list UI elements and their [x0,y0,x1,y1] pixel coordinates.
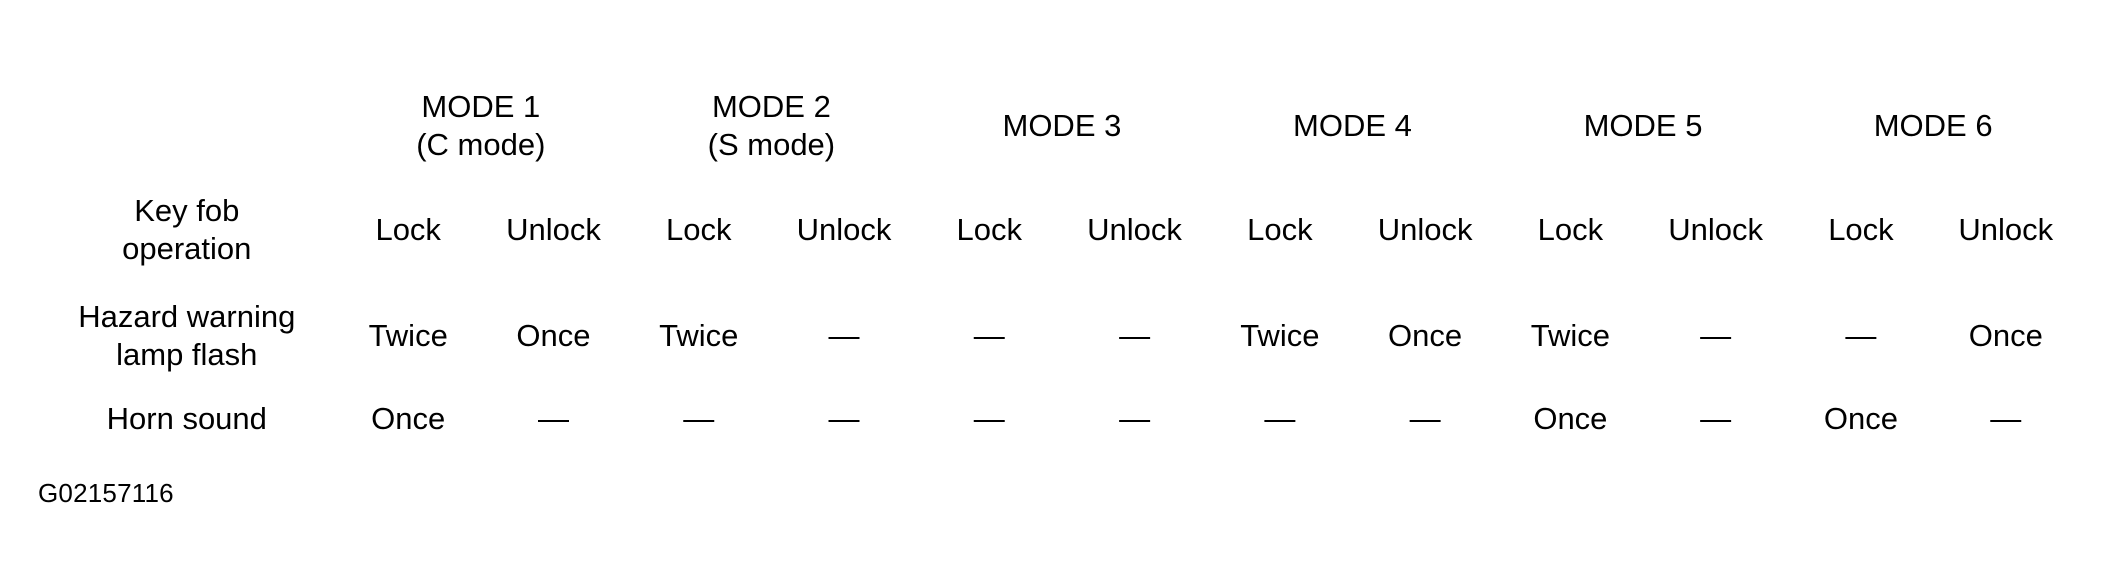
table-row-key-fob-operation: Key fob operation Lock Unlock Lock Unloc… [38,177,2078,283]
cell-keyfob-m4-lock: Lock [1207,177,1353,283]
cell-hazard-m3-lock: — [916,283,1062,388]
cell-hazard-m6-unlock: Once [1933,283,2078,388]
row-label-hazard-lamp-flash: Hazard warning lamp flash [38,283,336,388]
cell-keyfob-m6-lock: Lock [1788,177,1934,283]
row-label-horn-sound: Horn sound [38,388,336,450]
cell-hazard-m3-unlock: — [1061,283,1208,388]
mode-header-3: MODE 3 [916,74,1208,177]
cell-horn-m4-unlock: — [1352,388,1498,450]
table-row-horn-sound: Horn sound Once — — — — — — — Once — Onc… [38,388,2078,450]
key-fob-mode-table-container: MODE 1 (C mode) MODE 2 (S mode) MODE 3 M… [38,74,2078,450]
mode-header-1: MODE 1 (C mode) [335,74,627,177]
cell-keyfob-m1-unlock: Unlock [480,177,627,283]
cell-keyfob-m3-unlock: Unlock [1061,177,1208,283]
cell-keyfob-m3-lock: Lock [916,177,1062,283]
cell-keyfob-m6-unlock: Unlock [1933,177,2078,283]
cell-horn-m5-lock: Once [1497,388,1644,450]
cell-hazard-m5-lock: Twice [1497,283,1644,388]
table-row-hazard-lamp-flash: Hazard warning lamp flash Twice Once Twi… [38,283,2078,388]
cell-horn-m3-lock: — [916,388,1062,450]
cell-hazard-m1-lock: Twice [335,283,481,388]
mode-submode-2: (S mode) [707,126,836,162]
mode-header-2: MODE 2 (S mode) [626,74,917,177]
row-label-line1: Key fob [134,193,240,229]
mode-name-6: MODE 6 [1873,107,1993,143]
mode-name-1: MODE 1 [421,88,541,124]
table-corner-cell [38,74,336,177]
cell-hazard-m1-unlock: Once [480,283,627,388]
row-label-line2: operation [122,231,252,266]
cell-hazard-m2-lock: Twice [626,283,772,388]
row-label-line1: Horn sound [106,401,267,437]
table-header-row: MODE 1 (C mode) MODE 2 (S mode) MODE 3 M… [38,74,2078,177]
cell-horn-m1-unlock: — [480,388,627,450]
mode-header-5: MODE 5 [1497,74,1789,177]
cell-horn-m4-lock: — [1207,388,1353,450]
cell-hazard-m4-unlock: Once [1352,283,1498,388]
cell-horn-m6-lock: Once [1788,388,1934,450]
key-fob-mode-table: MODE 1 (C mode) MODE 2 (S mode) MODE 3 M… [38,74,2078,450]
mode-name-3: MODE 3 [1002,107,1122,143]
row-label-key-fob-operation: Key fob operation [38,177,336,283]
mode-header-6: MODE 6 [1788,74,2078,177]
cell-keyfob-m2-unlock: Unlock [771,177,917,283]
cell-keyfob-m5-unlock: Unlock [1643,177,1789,283]
cell-keyfob-m2-lock: Lock [626,177,772,283]
cell-keyfob-m5-lock: Lock [1497,177,1644,283]
row-label-line2: lamp flash [116,336,258,372]
figure-caption: G02157116 [38,478,174,508]
mode-name-5: MODE 5 [1583,107,1703,143]
mode-header-4: MODE 4 [1207,74,1498,177]
cell-keyfob-m4-unlock: Unlock [1352,177,1498,283]
cell-keyfob-m1-lock: Lock [335,177,481,283]
cell-horn-m3-unlock: — [1061,388,1208,450]
cell-hazard-m6-lock: — [1788,283,1934,388]
mode-name-4: MODE 4 [1293,107,1412,143]
cell-horn-m6-unlock: — [1933,388,2078,450]
cell-hazard-m4-lock: Twice [1207,283,1353,388]
cell-horn-m5-unlock: — [1643,388,1789,450]
mode-submode-1: (C mode) [416,126,546,162]
cell-hazard-m5-unlock: — [1643,283,1789,388]
cell-hazard-m2-unlock: — [771,283,917,388]
cell-horn-m2-unlock: — [771,388,917,450]
mode-name-2: MODE 2 [711,88,831,124]
cell-horn-m1-lock: Once [335,388,481,450]
cell-horn-m2-lock: — [626,388,772,450]
row-label-line1: Hazard warning [78,298,296,334]
